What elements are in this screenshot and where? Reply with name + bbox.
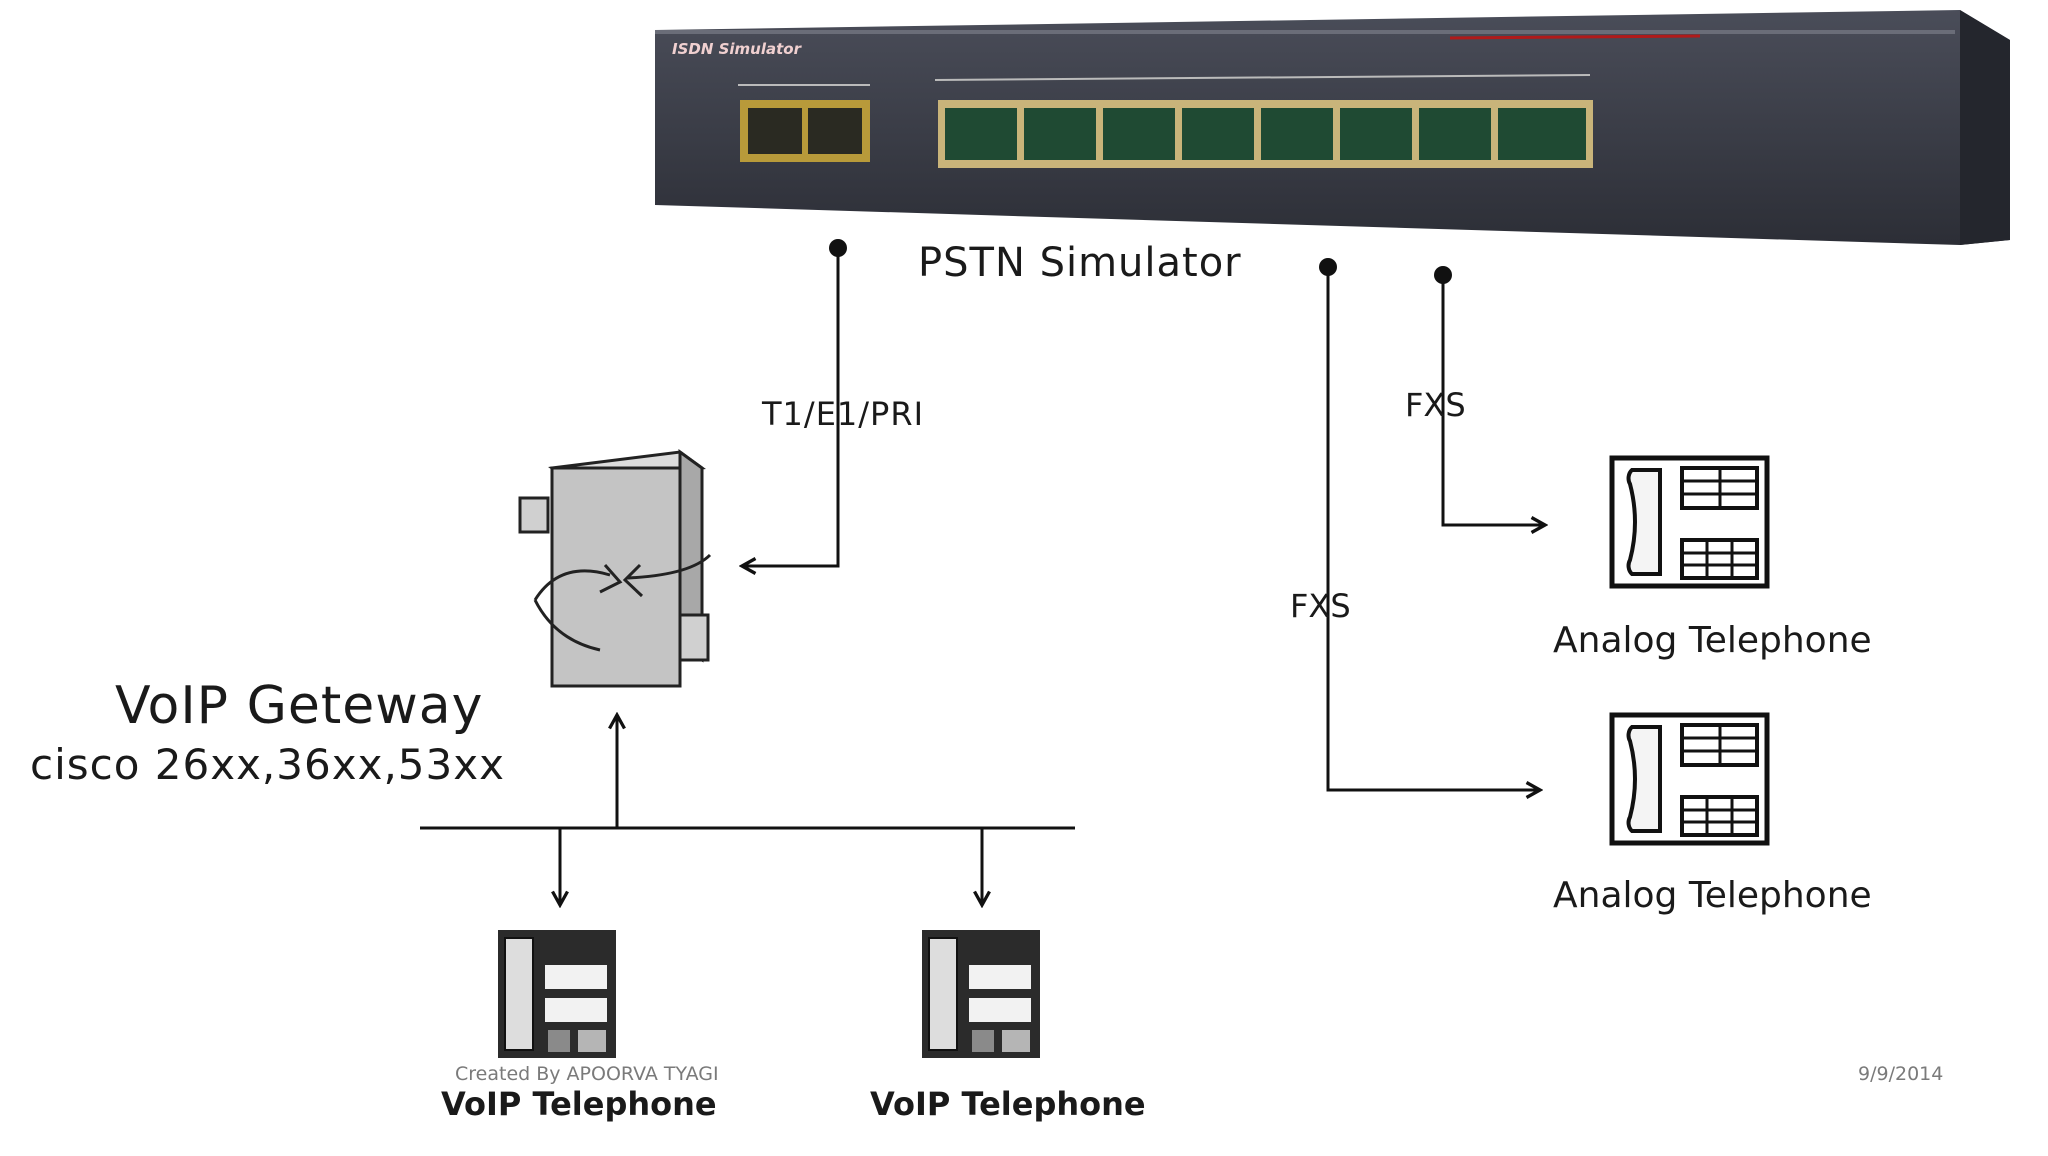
fxs-lower-label: FXS	[1290, 587, 1351, 625]
voip-telephone-label: VoIP Telephone	[441, 1085, 717, 1123]
voip-telephone-label: VoIP Telephone	[870, 1085, 1146, 1123]
credit-footer: Created By APOORVA TYAGI	[455, 1063, 719, 1085]
fxs-line-lower	[1319, 258, 1540, 790]
pstn-simulator-label: PSTN Simulator	[918, 240, 1242, 286]
pstn-simulator-device	[655, 10, 2010, 245]
voip-telephone-icon	[922, 930, 1040, 1058]
gateway-models: cisco 26xx,36xx,53xx	[30, 740, 505, 789]
voip-telephone-icon	[498, 930, 616, 1058]
fxs-ports	[938, 100, 1593, 168]
lan-bus	[420, 715, 1075, 905]
analog-telephone-label: Analog Telephone	[1553, 875, 1872, 916]
analog-telephone-label: Analog Telephone	[1553, 620, 1872, 661]
t1-link-label: T1/E1/PRI	[762, 395, 925, 433]
voip-gateway-icon	[518, 449, 712, 688]
fxs-line-upper	[1434, 266, 1545, 525]
device-brand-label: ISDN Simulator	[672, 40, 802, 58]
fxs-upper-label: FXS	[1405, 386, 1466, 424]
date-footer: 9/9/2014	[1858, 1063, 1944, 1085]
gateway-title: VoIP Geteway	[115, 676, 484, 736]
pri-ports	[740, 100, 870, 162]
analog-telephone-icon	[1609, 455, 1770, 589]
analog-telephone-icon	[1609, 712, 1770, 846]
t1-connection-line	[742, 239, 847, 566]
